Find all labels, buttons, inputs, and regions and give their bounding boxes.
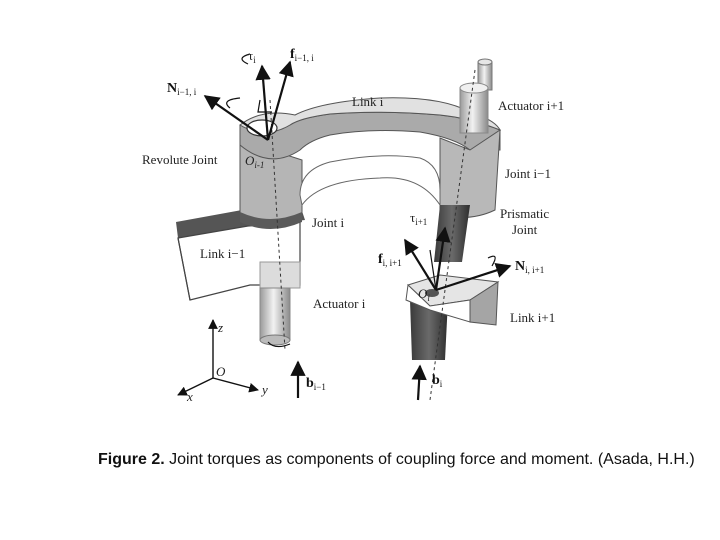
label-prismatic-2: Joint bbox=[512, 222, 538, 237]
input-arrows bbox=[267, 341, 427, 401]
link-i-body bbox=[239, 97, 502, 229]
diagram-labels: τi fi−1, i Ni−1, i Link i Actuator i+1 R… bbox=[142, 47, 564, 404]
label-o-i: Oi bbox=[418, 286, 430, 303]
label-b-prev: bi−1 bbox=[306, 376, 326, 392]
label-joint-i: Joint i bbox=[312, 215, 345, 230]
label-axis-o: O bbox=[216, 364, 226, 379]
label-f-prev: fi−1, i bbox=[290, 47, 314, 63]
label-link-next: Link i+1 bbox=[510, 310, 555, 325]
label-revolute-joint: Revolute Joint bbox=[142, 152, 218, 167]
label-actuator-next: Actuator i+1 bbox=[498, 98, 564, 113]
label-n-next: Ni, i+1 bbox=[515, 259, 544, 275]
label-axis-x: x bbox=[186, 389, 193, 404]
label-joint-prev: Joint i−1 bbox=[505, 166, 551, 181]
actuator-next bbox=[459, 58, 493, 134]
joint-axes bbox=[269, 69, 476, 401]
figure-caption: Figure 2. Joint torques as components of… bbox=[98, 448, 698, 471]
base-frame bbox=[177, 319, 259, 396]
caption-lead: Figure 2. bbox=[98, 451, 165, 468]
label-link-prev: Link i−1 bbox=[200, 246, 245, 261]
label-tau-next: τi+1 bbox=[410, 210, 427, 227]
force-arrows-bottom bbox=[404, 226, 512, 292]
label-link-i: Link i bbox=[352, 94, 384, 109]
label-n-prev: Ni−1, i bbox=[167, 81, 197, 97]
force-arrows-top bbox=[203, 53, 294, 141]
label-axis-z: z bbox=[217, 320, 223, 335]
label-prismatic-1: Prismatic bbox=[500, 206, 549, 221]
label-f-next: fi, i+1 bbox=[378, 252, 402, 268]
label-tau-i: τi bbox=[248, 48, 256, 65]
label-o-prev: Oi-1 bbox=[245, 153, 264, 170]
caption-text: Joint torques as components of coupling … bbox=[164, 451, 695, 468]
label-axis-y: y bbox=[260, 382, 268, 397]
label-b-i: bi bbox=[432, 373, 443, 389]
label-actuator-i: Actuator i bbox=[313, 296, 366, 311]
robot-joint-diagram: τi fi−1, i Ni−1, i Link i Actuator i+1 R… bbox=[142, 47, 564, 404]
